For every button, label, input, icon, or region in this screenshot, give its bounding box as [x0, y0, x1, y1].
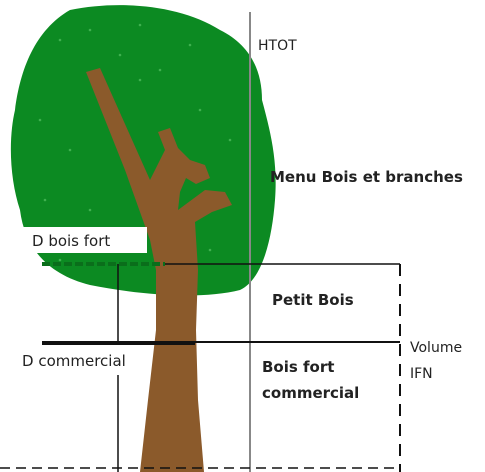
d-bois-fort-label: D bois fort: [32, 232, 110, 250]
crown-speck: [88, 28, 92, 32]
crown-speck: [198, 108, 202, 112]
menu-bois-label: Menu Bois et branches: [270, 168, 463, 186]
crown-speck: [228, 138, 232, 142]
crown-speck: [38, 118, 42, 122]
volume-label-line1: Volume: [410, 340, 462, 356]
crown-texture: [38, 23, 232, 262]
d-bois-fort-label-box: [22, 227, 147, 253]
htot-label: HTOT: [258, 38, 297, 54]
crown-speck: [118, 53, 122, 57]
crown-speck: [188, 43, 192, 47]
crown-speck: [208, 248, 212, 252]
crown-speck: [43, 198, 47, 202]
tree-trunk: [86, 68, 232, 472]
petit-bois-label: Petit Bois: [272, 291, 354, 309]
crown-speck: [158, 68, 162, 72]
d-commercial-label: D commercial: [22, 352, 126, 370]
crown-speck: [58, 38, 62, 42]
tree-crown: [10, 5, 276, 296]
bois-fort-label-line2: commercial: [262, 384, 359, 402]
volume-label-line2: IFN: [410, 366, 433, 382]
crown-speck: [58, 258, 62, 262]
bois-fort-label-line1: Bois fort: [262, 358, 334, 376]
crown-speck: [88, 208, 92, 212]
crown-speck: [138, 78, 142, 82]
crown-speck: [138, 23, 142, 27]
crown-speck: [68, 148, 72, 152]
